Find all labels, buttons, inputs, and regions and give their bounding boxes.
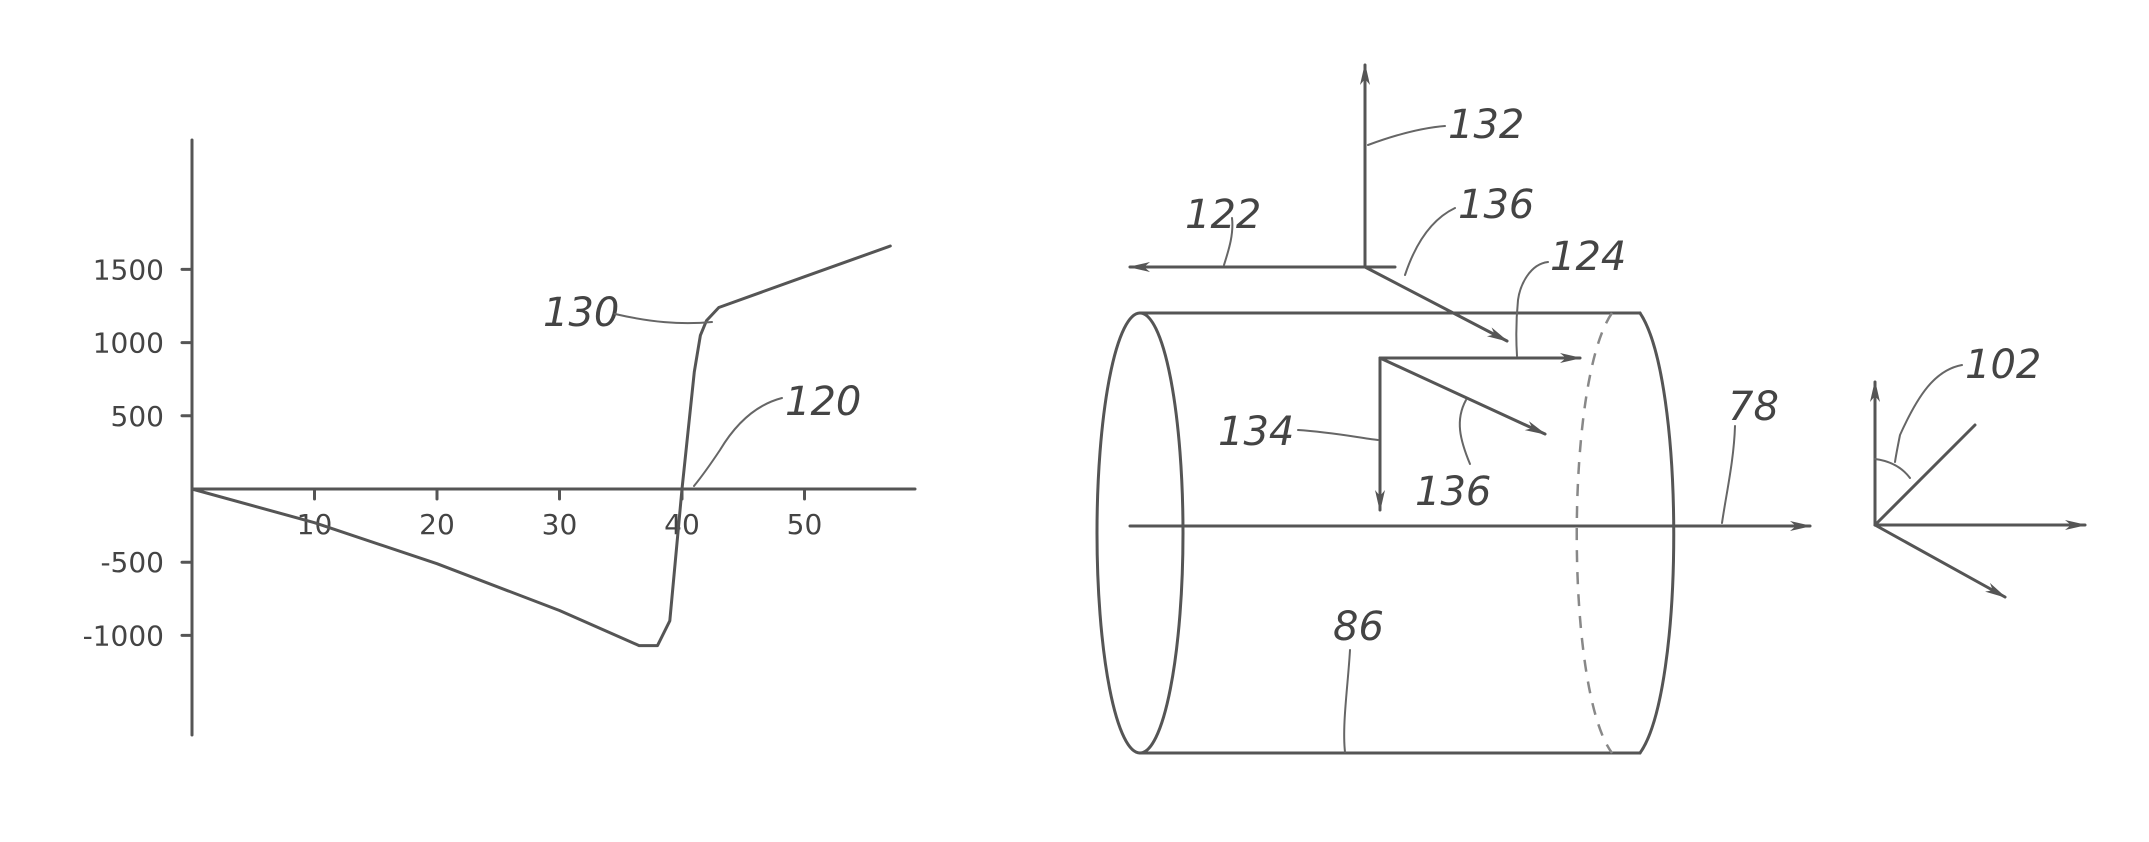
x-tick-label: 30: [542, 508, 578, 541]
angle-diag-up-line: [1875, 425, 1975, 525]
label-86: 86: [1333, 604, 1384, 650]
label-134: 134: [1218, 409, 1294, 455]
leader-134: [1298, 430, 1378, 440]
leader-78: [1722, 426, 1735, 523]
angle-diag-down-arrow: [1875, 525, 2005, 597]
label-120: 120: [785, 379, 861, 425]
arrow-136-upper: [1365, 267, 1507, 341]
y-tick-label: 500: [111, 400, 164, 433]
y-tick-label: 1500: [93, 253, 164, 286]
curve-130: [192, 246, 890, 646]
angle-arc: [1875, 459, 1910, 478]
x-tick-label: 40: [664, 508, 700, 541]
line-chart: 10 20 30 40 50 1500 1000 500 -500 -1000 130 120: [83, 140, 915, 735]
x-tick-label: 20: [419, 508, 455, 541]
cylinder-section-dashed: [1577, 313, 1612, 753]
leader-86: [1344, 650, 1350, 752]
x-tick-group: 10 20 30 40 50: [297, 489, 823, 541]
label-136-upper: 136: [1458, 182, 1534, 228]
label-102: 102: [1965, 342, 2041, 388]
label-124: 124: [1550, 234, 1626, 280]
leader-136-upper: [1405, 208, 1455, 275]
y-tick-group: 1500 1000 500 -500 -1000: [83, 253, 192, 652]
x-tick-label: 50: [787, 508, 823, 541]
x-tick-label: 10: [297, 508, 333, 541]
leader-136-inner: [1460, 400, 1470, 464]
label-130: 130: [543, 290, 619, 336]
label-122: 122: [1185, 192, 1261, 238]
leader-120: [694, 398, 782, 486]
cylinder-diagram: 122 132 136 124 134 136 78 86 102: [1097, 65, 2085, 753]
label-78: 78: [1728, 384, 1779, 430]
cylinder-left-end: [1097, 313, 1183, 753]
arrow-136-inner: [1380, 358, 1545, 434]
y-tick-label: -500: [100, 546, 164, 579]
label-132: 132: [1448, 102, 1524, 148]
leader-130: [615, 314, 712, 323]
y-tick-label: 1000: [93, 327, 164, 360]
leader-132: [1368, 126, 1445, 145]
label-136-inner: 136: [1415, 469, 1491, 515]
leader-124: [1516, 262, 1548, 356]
cylinder-right-end: [1640, 313, 1674, 753]
y-tick-label: -1000: [83, 619, 164, 652]
